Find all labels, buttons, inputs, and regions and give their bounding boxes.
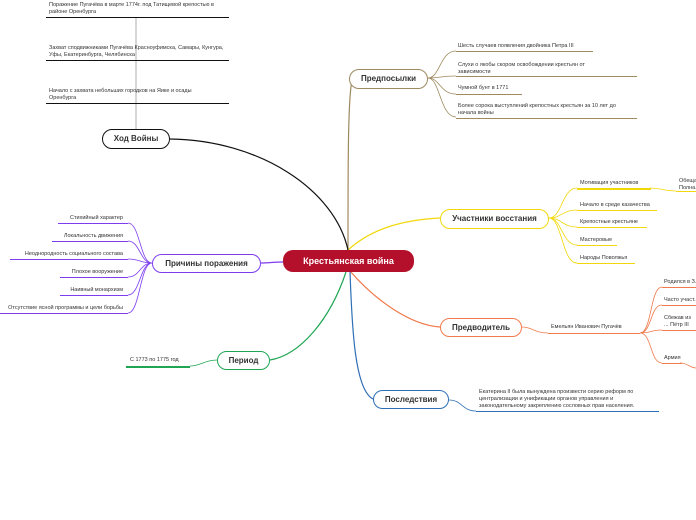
uchastniki-item-narody[interactable]: Народы Поволжья bbox=[580, 255, 628, 261]
predposylki-item-3[interactable]: Чумной бунт в 1771 bbox=[458, 85, 509, 91]
link-period bbox=[269, 271, 347, 361]
predvoditel-item-1[interactable]: Родился в З... bbox=[664, 279, 696, 285]
link-prichiny bbox=[260, 261, 284, 264]
prichiny-item-5[interactable]: Наивный монархизм bbox=[70, 287, 123, 293]
uchastniki-item-krestyane[interactable]: Крепостные крестьяне bbox=[580, 219, 638, 225]
predvoditel-item-2[interactable]: Часто участ... bbox=[664, 297, 696, 303]
link-predposylki bbox=[347, 79, 353, 251]
link-uchastniki bbox=[347, 217, 441, 251]
predvoditel-item-4[interactable]: Армия bbox=[664, 355, 681, 361]
branch-prichiny[interactable]: Причины поражения bbox=[152, 254, 261, 273]
prichiny-item-2[interactable]: Локальность движения bbox=[63, 233, 123, 239]
posledstviya-item-1[interactable]: Екатерина II была вынуждена произвести с… bbox=[479, 389, 635, 409]
hod-item-1[interactable]: Поражение Пугачёва в марте 1774г. под Та… bbox=[49, 2, 214, 15]
predvoditel-item-3[interactable]: Сбежав из ... Пётр III bbox=[664, 315, 691, 328]
hod-item-2[interactable]: Захват сподвижниками Пугачёва Красноуфим… bbox=[49, 45, 224, 58]
uchastniki-item-motivation[interactable]: Мотивация участников bbox=[580, 180, 639, 186]
predposylki-item-4[interactable]: Более сорока выступлений крепостных крес… bbox=[458, 103, 616, 116]
prichiny-item-4[interactable]: Плохое вооружение bbox=[71, 269, 123, 275]
link-hod bbox=[169, 138, 349, 251]
branch-uchastniki[interactable]: Участники восстания bbox=[440, 209, 549, 229]
link-posledstviya bbox=[349, 270, 374, 400]
prichiny-item-6[interactable]: Отсутствие ясной программы и цели борьбы bbox=[8, 305, 123, 311]
period-item-1[interactable]: С 1773 по 1775 год bbox=[130, 357, 179, 363]
central-topic[interactable]: Крестьянская война bbox=[283, 250, 414, 272]
prichiny-item-1[interactable]: Стихийный характер bbox=[70, 215, 123, 221]
motivation-sub-item[interactable]: Обеща... Полна... bbox=[679, 178, 696, 191]
branch-hod[interactable]: Ход Войны bbox=[102, 129, 170, 149]
uchastniki-item-kazaki[interactable]: Начало в среде казачества bbox=[580, 202, 650, 208]
uchastniki-item-masterovye[interactable]: Мастеровые bbox=[580, 237, 613, 243]
link-predvoditel bbox=[349, 270, 441, 328]
predposylki-item-1[interactable]: Шесть случаев появления двойника Петра I… bbox=[458, 43, 574, 49]
branch-predvoditel[interactable]: Предводитель bbox=[440, 318, 522, 337]
predposylki-item-2[interactable]: Слухи о якобы скором освобождении кресть… bbox=[458, 62, 585, 75]
branch-posledstviya[interactable]: Последствия bbox=[373, 390, 449, 409]
prichiny-item-3[interactable]: Неоднородность социального состава bbox=[24, 251, 123, 257]
branch-period[interactable]: Период bbox=[217, 351, 270, 370]
hod-item-3[interactable]: Начало с захвата небольших городков на Я… bbox=[49, 88, 192, 101]
predvoditel-name[interactable]: Емельян Иванович Пугачёв bbox=[551, 324, 622, 330]
branch-predposylki[interactable]: Предпосылки bbox=[349, 69, 428, 89]
